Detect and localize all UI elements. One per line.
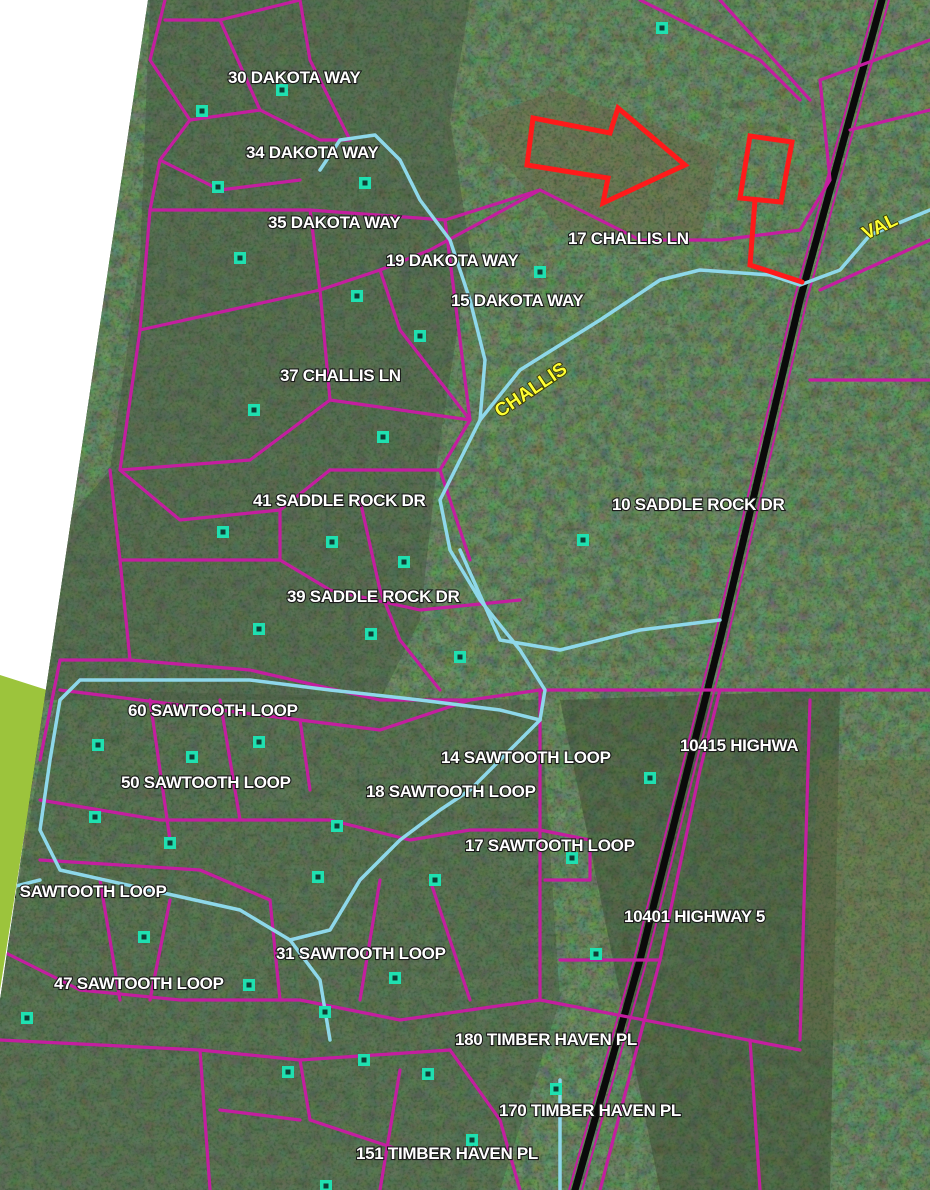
address-label: 15 DAKOTA WAY bbox=[451, 291, 584, 310]
parcel-marker bbox=[550, 1083, 562, 1095]
parcel-marker bbox=[253, 736, 265, 748]
parcel-marker bbox=[358, 1054, 370, 1066]
parcel-marker bbox=[590, 948, 602, 960]
address-label: 41 SADDLE ROCK DR bbox=[253, 491, 426, 510]
parcel-marker bbox=[331, 820, 343, 832]
highlighted-parcel bbox=[524, 103, 805, 285]
address-label: 19 DAKOTA WAY bbox=[386, 251, 519, 270]
address-label: 35 DAKOTA WAY bbox=[268, 213, 401, 232]
parcel-marker bbox=[234, 252, 246, 264]
parcel-marker bbox=[656, 22, 668, 34]
address-label: 10 SADDLE ROCK DR bbox=[612, 495, 785, 514]
parcel-marker bbox=[644, 772, 656, 784]
address-label: 17 CHALLIS LN bbox=[568, 229, 689, 248]
parcel-marker bbox=[217, 526, 229, 538]
address-label: 14 SAWTOOTH LOOP bbox=[441, 748, 611, 767]
parcel-marker bbox=[377, 431, 389, 443]
parcel-marker bbox=[276, 84, 288, 96]
address-label: 180 TIMBER HAVEN PL bbox=[455, 1030, 637, 1049]
parcel-marker bbox=[89, 811, 101, 823]
road-centerlines bbox=[0, 133, 930, 1190]
parcel-marker bbox=[351, 290, 363, 302]
parcel-marker bbox=[312, 871, 324, 883]
parcel-marker bbox=[414, 330, 426, 342]
parcel-marker bbox=[196, 105, 208, 117]
address-label: 10415 HIGHWA bbox=[680, 736, 798, 755]
address-label: 47 SAWTOOTH LOOP bbox=[54, 974, 224, 993]
address-label: 10401 HIGHWAY 5 bbox=[624, 907, 765, 926]
parcel-marker bbox=[21, 1012, 33, 1024]
parcel-marker bbox=[92, 739, 104, 751]
accent-bar bbox=[0, 675, 47, 990]
parcel-marker bbox=[243, 979, 255, 991]
highlight-parcel-outline bbox=[737, 133, 795, 205]
parcel-marker bbox=[248, 404, 260, 416]
highlight-arrow bbox=[524, 103, 690, 208]
parcel-marker bbox=[365, 628, 377, 640]
parcel-marker bbox=[577, 534, 589, 546]
parcel-marker bbox=[422, 1068, 434, 1080]
parcel-marker bbox=[138, 931, 150, 943]
parcel-marker bbox=[320, 1180, 332, 1190]
parcel-markers bbox=[21, 22, 668, 1190]
highway bbox=[571, 0, 886, 1190]
parcel-marker bbox=[454, 651, 466, 663]
parcel-marker bbox=[398, 556, 410, 568]
parcel-marker bbox=[319, 1006, 331, 1018]
parcel-marker bbox=[253, 623, 265, 635]
address-label: 18 SAWTOOTH LOOP bbox=[366, 782, 536, 801]
address-label: 30 DAKOTA WAY bbox=[228, 68, 361, 87]
parcel-marker bbox=[566, 852, 578, 864]
address-label: 31 SAWTOOTH LOOP bbox=[276, 944, 446, 963]
address-label: 170 TIMBER HAVEN PL bbox=[499, 1101, 681, 1120]
address-label: 37 CHALLIS LN bbox=[280, 366, 401, 385]
parcel-marker bbox=[359, 177, 371, 189]
address-label: 60 SAWTOOTH LOOP bbox=[128, 701, 298, 720]
parcel-marker bbox=[389, 972, 401, 984]
address-label: 50 SAWTOOTH LOOP bbox=[121, 773, 291, 792]
address-label: 34 DAKOTA WAY bbox=[246, 143, 379, 162]
parcel-marker bbox=[212, 181, 224, 193]
address-label: 17 SAWTOOTH LOOP bbox=[465, 836, 635, 855]
parcel-marker bbox=[429, 874, 441, 886]
parcel-marker bbox=[164, 837, 176, 849]
address-label: 1 SAWTOOTH LOOP bbox=[6, 882, 166, 901]
parcel-marker bbox=[466, 1134, 478, 1146]
address-label: 39 SADDLE ROCK DR bbox=[287, 587, 460, 606]
parcel-marker bbox=[534, 266, 546, 278]
address-label: 151 TIMBER HAVEN PL bbox=[356, 1144, 538, 1163]
address-labels: 30 DAKOTA WAY 34 DAKOTA WAY 35 DAKOTA WAY 1… bbox=[5, 67, 800, 1164]
parcel-marker bbox=[186, 751, 198, 763]
parcel-marker bbox=[282, 1066, 294, 1078]
parcel-marker bbox=[326, 536, 338, 548]
highlight-driveway bbox=[747, 197, 805, 285]
